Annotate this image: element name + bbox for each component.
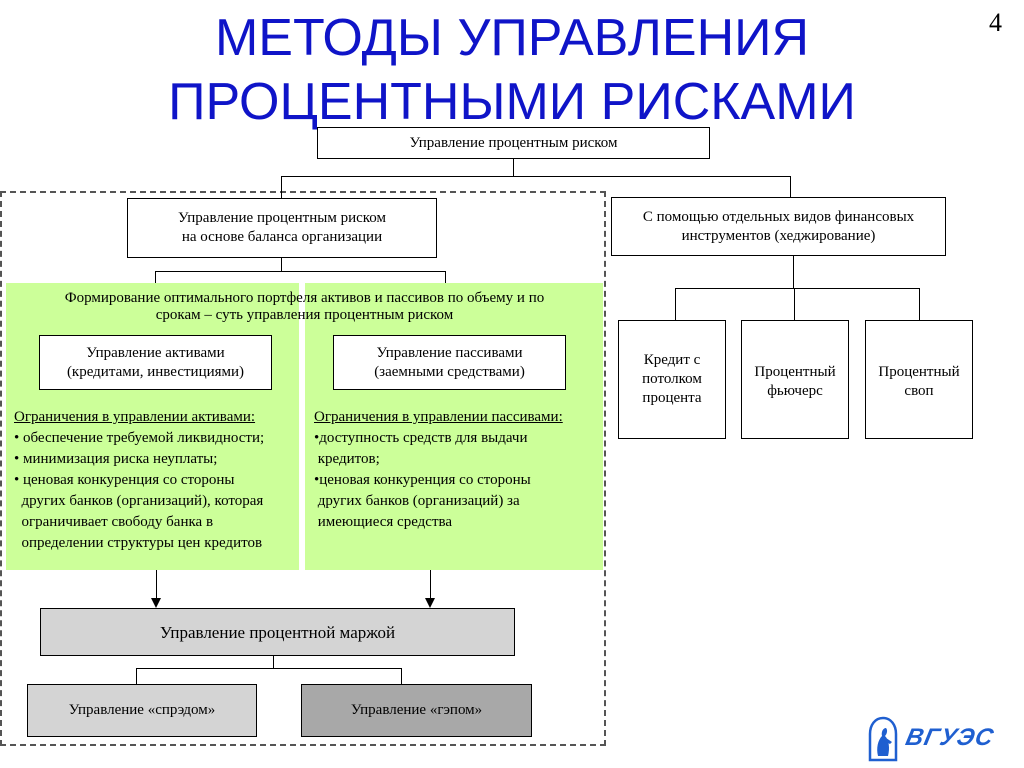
- logo-emblem-icon: [868, 716, 898, 762]
- arrow-assets-shaft: [156, 570, 157, 600]
- university-logo: ВГУЭС: [866, 716, 1006, 762]
- liabilities-panel: [305, 283, 603, 570]
- connector-to-cap: [675, 288, 676, 320]
- margin-box: Управление процентной маржой: [40, 608, 515, 656]
- slide-title: МЕТОДЫ УПРАВЛЕНИЯ ПРОЦЕНТНЫМИ РИСКАМИ: [0, 6, 1024, 134]
- connector-to-assets: [155, 271, 156, 283]
- assets-constraint-3: • ценовая конкуренция со стороны: [14, 472, 235, 488]
- swap-box: Процентный своп: [865, 320, 973, 439]
- connector-level2-bar: [281, 176, 791, 177]
- hedging-label: С помощью отдельных видов финансовых инс…: [642, 209, 915, 244]
- assets-box: Управление активами (кредитами, инвестиц…: [39, 335, 272, 390]
- margin-label: Управление процентной маржой: [159, 622, 396, 642]
- arrow-liabilities-head: [425, 598, 435, 608]
- gap-label: Управление «гэпом»: [350, 702, 483, 718]
- balance-method-region: [0, 191, 606, 746]
- balance-label: Управление процентным риском на основе б…: [177, 210, 387, 245]
- liabilities-box-label: Управление пассивами (заемными средствам…: [374, 344, 525, 380]
- root-label: Управление процентным риском: [409, 134, 618, 151]
- assets-panel: [6, 283, 299, 570]
- connector-to-futures: [794, 288, 795, 320]
- connector-to-spread: [136, 668, 137, 684]
- connector-level3-bar: [155, 271, 446, 272]
- slide-title-line-2: ПРОЦЕНТНЫМИ РИСКАМИ: [168, 73, 856, 131]
- connector-to-balance: [281, 176, 282, 198]
- logo-text: ВГУЭС: [903, 724, 997, 751]
- slide-title-line-1: МЕТОДЫ УПРАВЛЕНИЯ: [214, 9, 810, 67]
- balance-box: Управление процентным риском на основе б…: [127, 198, 437, 258]
- cap-label: Кредит с потолком процента: [642, 352, 702, 406]
- swap-label: Процентный своп: [878, 364, 960, 399]
- connector-balance-down: [281, 258, 282, 271]
- connector-hedging-bar: [675, 288, 920, 289]
- connector-margin-bar: [136, 668, 402, 669]
- liabilities-constraint-3: •ценовая конкуренция со стороны: [314, 472, 531, 488]
- liabilities-constraints: Ограничения в управлении пассивами: •дос…: [314, 407, 563, 533]
- liabilities-constraint-1: •доступность средств для выдачи: [314, 430, 528, 446]
- futures-box: Процентный фьючерс: [741, 320, 849, 439]
- arrow-assets-head: [151, 598, 161, 608]
- connector-to-liabilities: [445, 271, 446, 283]
- futures-label: Процентный фьючерс: [754, 364, 836, 399]
- assets-box-label: Управление активами (кредитами, инвестиц…: [66, 344, 245, 380]
- cap-box: Кредит с потолком процента: [618, 320, 726, 439]
- connector-margin-down: [273, 656, 274, 668]
- liabilities-constraints-heading: Ограничения в управлении пассивами:: [314, 409, 563, 425]
- spread-box: Управление «спрэдом»: [27, 684, 257, 737]
- assets-constraint-5: ограничивает свободу банка в: [14, 514, 214, 530]
- assets-constraint-6: определении структуры цен кредитов: [14, 535, 263, 551]
- connector-root-down: [513, 159, 514, 176]
- liabilities-constraint-2: кредитов;: [314, 451, 380, 467]
- connector-to-gap: [401, 668, 402, 684]
- arrow-liabilities-shaft: [430, 570, 431, 600]
- liabilities-box: Управление пассивами (заемными средствам…: [333, 335, 566, 390]
- hedging-box: С помощью отдельных видов финансовых инс…: [611, 197, 946, 256]
- gap-box: Управление «гэпом»: [301, 684, 532, 737]
- connector-hedging-down: [793, 256, 794, 288]
- liabilities-constraint-4: других банков (организаций) за: [314, 493, 520, 509]
- assets-constraint-1: • обеспечение требуемой ликвидности;: [14, 430, 265, 446]
- connector-to-swap: [919, 288, 920, 320]
- assets-constraints-heading: Ограничения в управлении активами:: [14, 409, 256, 425]
- liabilities-constraint-5: имеющиеся средства: [314, 514, 453, 530]
- page-number: 4: [989, 8, 1002, 37]
- portfolio-caption: Формирование оптимального портфеля актив…: [64, 290, 545, 323]
- connector-to-hedging: [790, 176, 791, 197]
- assets-constraint-4: других банков (организаций), которая: [14, 493, 264, 509]
- assets-constraint-2: • минимизация риска неуплаты;: [14, 451, 218, 467]
- assets-constraints: Ограничения в управлении активами: • обе…: [14, 407, 264, 554]
- spread-label: Управление «спрэдом»: [68, 702, 216, 718]
- root-box: Управление процентным риском: [317, 127, 710, 159]
